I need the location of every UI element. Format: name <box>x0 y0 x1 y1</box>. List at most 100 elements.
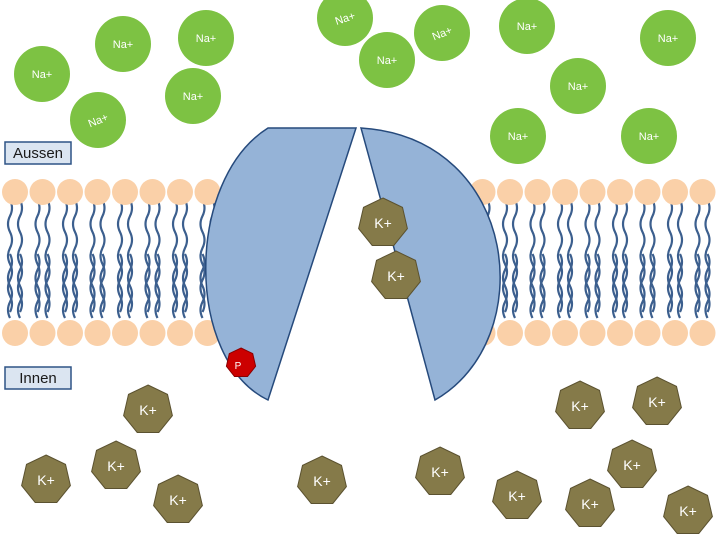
lipid-tail <box>584 199 591 313</box>
lipid-tail <box>639 253 646 319</box>
potassium-ion-label: K+ <box>37 472 55 488</box>
potassium-ion-body <box>415 446 465 495</box>
lipid-tail <box>694 199 701 313</box>
sodium-ion-body <box>95 16 151 72</box>
potassium-ion-label: K+ <box>107 458 125 474</box>
lipid-tail <box>529 199 536 313</box>
potassium-ion: K+ <box>297 455 347 504</box>
lipid-tail <box>99 253 106 319</box>
potassium-ion-body <box>565 478 615 527</box>
phospholipid-head-inner <box>552 320 578 346</box>
sodium-ion: Na+ <box>317 0 373 46</box>
phospholipid-head-outer <box>634 179 661 205</box>
phospholipid-head-outer <box>84 179 111 205</box>
potassium-ion-body <box>607 439 657 488</box>
potassium-ion-label: K+ <box>648 394 666 410</box>
lipid-tail <box>154 253 161 319</box>
sodium-ion: Na+ <box>165 68 221 124</box>
sodium-ion-body <box>414 5 470 61</box>
potassium-ion-label: K+ <box>387 268 405 284</box>
lipid-tail <box>511 199 519 313</box>
lipid-tail <box>501 253 509 319</box>
phospholipid-head-outer <box>607 179 633 205</box>
pump-left-half <box>205 127 358 402</box>
phospholipid-head-outer <box>662 179 688 205</box>
lipid-tail <box>621 199 629 313</box>
potassium-ion: K+ <box>565 478 615 527</box>
lipid-tail <box>16 199 24 313</box>
phospholipid-head-inner <box>29 320 56 346</box>
lipid-tail <box>704 199 711 313</box>
sodium-ion-label: Na+ <box>113 39 134 51</box>
lipid-tail <box>6 199 14 313</box>
inside-label: Innen <box>19 370 57 387</box>
lipid-tail <box>199 199 206 313</box>
phospholipid-head-outer <box>112 179 138 205</box>
potassium-ion-body <box>297 455 347 504</box>
lipid-tail <box>676 253 684 319</box>
outside-label-background <box>4 141 72 165</box>
lipid-tail <box>649 199 656 313</box>
lipid-tail <box>594 253 601 319</box>
potassium-ion-label: K+ <box>623 457 641 473</box>
potassium-ion-body <box>492 470 542 519</box>
lipid-tail <box>6 253 14 319</box>
potassium-ion-label: K+ <box>571 398 589 414</box>
sodium-ion: Na+ <box>95 16 151 72</box>
sodium-ion-body <box>640 10 696 66</box>
potassium-ion-body <box>21 454 71 503</box>
lipid-tail <box>566 253 574 319</box>
sodium-ion: Na+ <box>414 5 470 61</box>
phospholipid-head-inner <box>84 320 111 346</box>
sodium-ion: Na+ <box>70 92 126 148</box>
potassium-ion: K+ <box>607 439 657 488</box>
sodium-ion-label: Na+ <box>508 131 529 143</box>
potassium-ion-label: K+ <box>679 503 697 519</box>
inside-label-box: Innen <box>4 366 72 390</box>
lipid-tail <box>594 199 601 313</box>
potassium-ion-body <box>663 485 713 534</box>
sodium-ion: Na+ <box>621 108 677 164</box>
sodium-ion: Na+ <box>14 46 70 102</box>
potassium-ion-label: K+ <box>431 464 449 480</box>
sodium-ion-body <box>70 92 126 148</box>
sodium-ions: Na+Na+Na+Na+Na+Na+Na+Na+Na+Na+Na+Na+Na+ <box>14 0 696 164</box>
lipid-tail <box>584 253 591 319</box>
potassium-ion-body <box>555 380 605 429</box>
lipid-tail <box>71 199 79 313</box>
sodium-ion-label: Na+ <box>639 131 660 143</box>
lipid-tail <box>501 199 509 313</box>
sodium-ion-body <box>490 108 546 164</box>
lipid-tail <box>611 199 619 313</box>
inside-label-background <box>4 366 72 390</box>
pump-right-half <box>359 127 501 402</box>
sodium-ion-body <box>621 108 677 164</box>
sodium-ion-body <box>165 68 221 124</box>
potassium-ion: K+ <box>91 440 141 489</box>
phosphate-label: P <box>235 361 242 372</box>
lipid-tail <box>566 199 574 313</box>
phospholipid-head-outer <box>689 179 716 205</box>
potassium-ion: K+ <box>555 380 605 429</box>
potassium-ion: K+ <box>371 250 421 299</box>
sodium-ion-body <box>317 0 373 46</box>
sodium-ion-label: Na+ <box>377 55 398 67</box>
lipid-tail <box>99 199 106 313</box>
lipid-tail <box>171 253 179 319</box>
potassium-ion-label: K+ <box>139 402 157 418</box>
lipid-tail <box>556 199 564 313</box>
lipid-tail <box>181 199 189 313</box>
phospholipid-head-inner <box>57 320 83 346</box>
potassium-ion-label: K+ <box>169 492 187 508</box>
potassium-ion-label: K+ <box>313 473 331 489</box>
lipid-tail <box>34 253 41 319</box>
phospholipid-head-inner <box>524 320 551 346</box>
lipid-tail <box>116 253 124 319</box>
potassium-ion: K+ <box>153 474 203 523</box>
sodium-ion-body <box>14 46 70 102</box>
phospholipid-head-inner <box>662 320 688 346</box>
potassium-ion-label: K+ <box>581 496 599 512</box>
lipid-tail <box>649 253 656 319</box>
potassium-ion-body <box>153 474 203 523</box>
